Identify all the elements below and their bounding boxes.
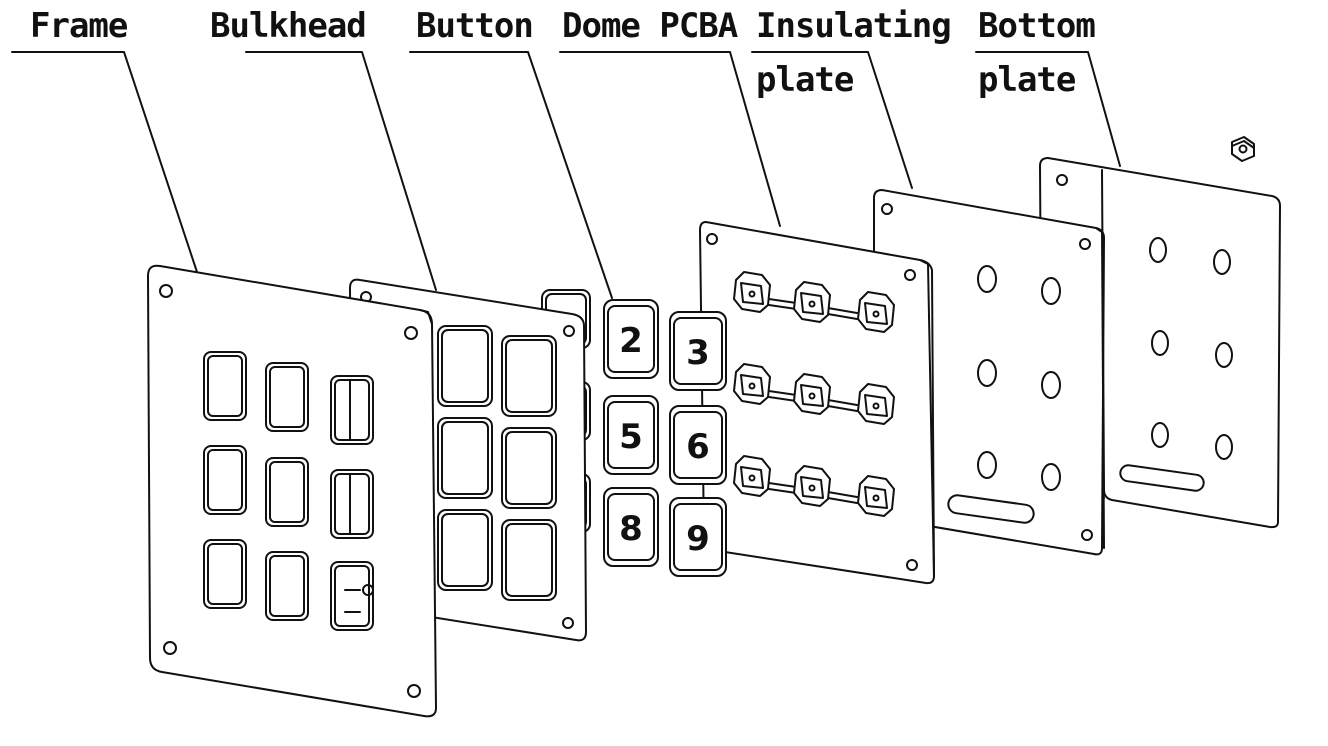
label-bottom-plate-line1: Bottom <box>978 6 1096 46</box>
dome-pcba <box>699 221 935 585</box>
button-caps <box>541 289 727 577</box>
key-9-number: 9 <box>686 519 710 559</box>
key-3-number: 3 <box>686 333 710 373</box>
label-insulating-plate-line1: Insulating <box>756 6 952 46</box>
frame <box>147 264 437 718</box>
label-bulkhead: Bulkhead <box>210 6 367 46</box>
leader-lines <box>11 51 1121 299</box>
key-8-number: 8 <box>619 509 643 549</box>
dome-row-1 <box>733 271 895 333</box>
label-insulating-plate-line2: plate <box>756 60 854 100</box>
key-6-number: 6 <box>686 427 710 467</box>
dome-row-3 <box>733 455 895 517</box>
label-bottom-plate-line2: plate <box>978 60 1076 100</box>
label-dome-pcba: Dome PCBA <box>562 6 738 46</box>
button-numbers: 2 3 5 6 8 9 <box>619 321 710 559</box>
key-2-number: 2 <box>619 321 643 361</box>
label-frame: Frame <box>30 6 128 46</box>
label-button: Button <box>416 6 534 46</box>
dome-row-2 <box>733 363 895 425</box>
key-5-number: 5 <box>619 417 643 457</box>
